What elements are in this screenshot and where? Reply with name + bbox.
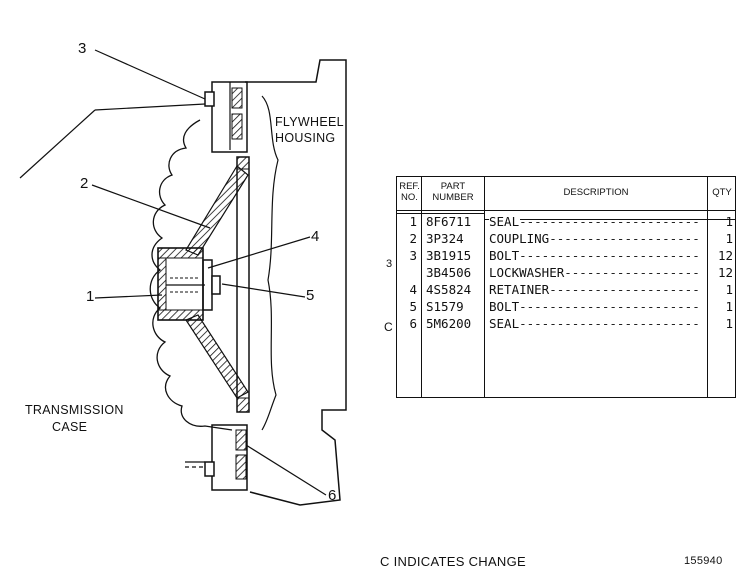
- cell-desc: SEAL: [489, 214, 521, 229]
- table-row: 1 8F6711 SEAL-----------------------------…: [397, 214, 735, 231]
- cell-desc-leader: ----------------------------------------…: [489, 248, 701, 263]
- cell-desc-leader: ----------------------------------------…: [489, 299, 701, 314]
- callout-3: 3: [78, 40, 87, 57]
- ref-3-brace: 3: [386, 258, 393, 270]
- bottom-bolt-hatch: [235, 454, 247, 480]
- cell-qty: 1: [725, 282, 733, 297]
- cell-part: 5M6200: [426, 316, 472, 331]
- table-row: 5 S1579 BOLT------------------------------…: [397, 299, 735, 316]
- callout-2: 2: [80, 175, 89, 192]
- callout-4: 4: [311, 228, 320, 245]
- flywheel-label-line2: HOUSING: [275, 131, 336, 145]
- cell-qty: 1: [725, 231, 733, 246]
- cell-desc-leader: ----------------------------------------…: [489, 316, 701, 331]
- coupling-plate: [236, 156, 250, 413]
- flywheel-housing-inner: [261, 95, 279, 431]
- cell-desc: LOCKWASHER: [489, 265, 566, 280]
- cell-ref: 1: [409, 214, 417, 229]
- header-qty: QTY: [708, 177, 736, 220]
- callout-5: 5: [306, 287, 315, 304]
- bottom-seal-hatch: [235, 429, 247, 451]
- cell-desc: BOLT: [489, 248, 521, 263]
- cell-ref: 2: [409, 231, 417, 246]
- seal-1: [157, 257, 167, 311]
- cell-qty: 1: [725, 316, 733, 331]
- cell-ref: 4: [409, 282, 417, 297]
- cell-qty: 1: [725, 299, 733, 314]
- bolt-head-5: [211, 275, 221, 295]
- top-seal-hatch: [231, 113, 243, 140]
- flywheel-housing-outline: [245, 59, 347, 506]
- cell-ref: 5: [409, 299, 417, 314]
- coupling-cone-lower: [185, 314, 249, 399]
- cell-qty: 12: [717, 248, 733, 263]
- table-row: 3 3B1915 BOLT-----------------------------…: [397, 248, 735, 265]
- header-description: DESCRIPTION: [485, 177, 707, 220]
- cell-part: S1579: [426, 299, 464, 314]
- callout-1: 1: [86, 288, 95, 305]
- header-ref: REF.NO.: [397, 177, 422, 214]
- cell-ref: 6: [409, 316, 417, 331]
- coupling-cone: [185, 165, 249, 256]
- change-flag: C: [384, 320, 393, 334]
- cell-desc: SEAL: [489, 316, 521, 331]
- cell-part: 4S5824: [426, 282, 472, 297]
- top-bolt-hatch: [231, 87, 243, 109]
- cell-desc: BOLT: [489, 299, 521, 314]
- cell-part: 3B4506: [426, 265, 472, 280]
- cell-desc-leader: ----------------------------------------…: [489, 214, 701, 229]
- cell-desc: COUPLING: [489, 231, 551, 246]
- flywheel-label-line1: FLYWHEEL: [275, 115, 344, 129]
- figure-number: 155940: [684, 555, 723, 567]
- cell-part: 3P324: [426, 231, 464, 246]
- bottom-flange: [211, 424, 248, 491]
- cell-ref: 3: [409, 248, 417, 263]
- callout-6: 6: [328, 487, 337, 504]
- cell-qty: 12: [717, 265, 733, 280]
- cell-desc: RETAINER: [489, 282, 551, 297]
- bottom-bolt-head: [204, 461, 215, 477]
- table-row: 6 5M6200 SEAL-----------------------------…: [397, 316, 735, 333]
- transmission-label-line1: TRANSMISSION: [25, 403, 124, 417]
- transmission-label-line2: CASE: [52, 420, 88, 434]
- top-bolt-head: [204, 91, 215, 107]
- cell-part: 8F6711: [426, 214, 472, 229]
- cell-qty: 1: [725, 214, 733, 229]
- change-note: C INDICATES CHANGE: [380, 554, 527, 569]
- cell-part: 3B1915: [426, 248, 472, 263]
